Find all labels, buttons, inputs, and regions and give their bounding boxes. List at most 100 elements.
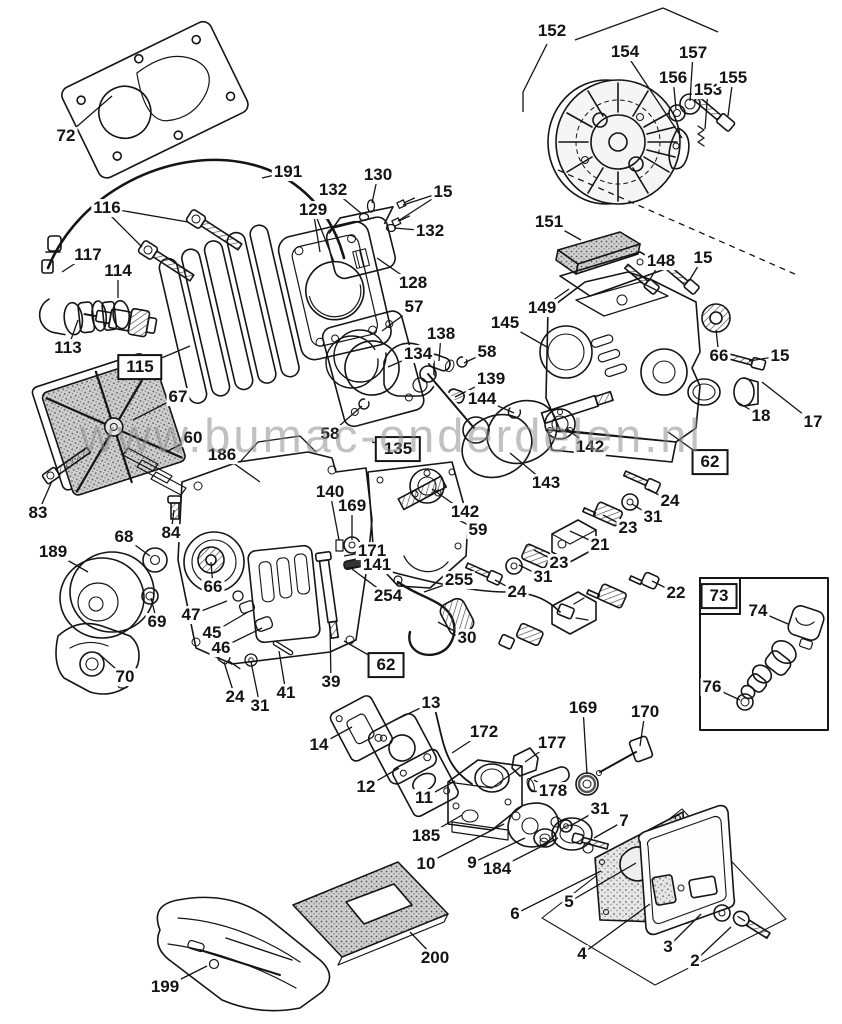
part-label-4: 4 <box>575 944 589 964</box>
spring-153 <box>697 125 705 147</box>
part-label-139: 139 <box>474 369 508 389</box>
leader-line <box>425 823 505 865</box>
part-label-135: 135 <box>374 436 422 462</box>
part-label-14: 14 <box>307 735 331 755</box>
part-label-177: 177 <box>535 733 569 753</box>
washer-cover-3 <box>713 904 731 922</box>
spacer-9 <box>533 828 557 848</box>
part-label-30: 30 <box>455 628 479 648</box>
starter-pawl-154 <box>668 127 690 170</box>
gasket-sheet-200 <box>292 861 449 966</box>
part-label-62: 62 <box>691 449 729 475</box>
louvers-60 <box>122 447 187 496</box>
part-label-62: 62 <box>367 652 405 678</box>
part-label-57: 57 <box>402 297 426 317</box>
bearing-142-left <box>409 468 445 504</box>
part-label-45: 45 <box>200 623 224 643</box>
tool-pouch-199 <box>156 896 331 1012</box>
part-label-73: 73 <box>700 583 738 609</box>
part-label-156: 156 <box>656 68 690 88</box>
leader-line <box>514 870 602 915</box>
leader-line <box>581 903 651 955</box>
part-label-31: 31 <box>248 696 272 716</box>
leader-line <box>624 51 683 139</box>
part-label-129: 129 <box>296 200 330 220</box>
part-label-155: 155 <box>716 68 750 88</box>
crankcase-left-186 <box>177 435 373 665</box>
filter-cover-3 <box>637 804 736 936</box>
part-label-5: 5 <box>562 892 576 912</box>
part-label-151: 151 <box>532 212 566 232</box>
part-label-199: 199 <box>148 977 182 997</box>
bolt-84 <box>167 495 182 520</box>
leader-line <box>568 862 637 903</box>
stud-45-46-47 <box>232 590 274 632</box>
part-label-143: 143 <box>529 473 563 493</box>
part-label-6: 6 <box>508 904 522 924</box>
part-label-9: 9 <box>465 853 479 873</box>
part-label-113: 113 <box>52 338 84 358</box>
part-label-172: 172 <box>467 722 501 742</box>
part-label-152: 152 <box>535 21 569 41</box>
part-label-184: 184 <box>480 859 514 879</box>
part-label-132: 132 <box>316 180 350 200</box>
part-label-132: 132 <box>413 221 447 241</box>
part-label-134: 134 <box>401 344 435 364</box>
part-label-67: 67 <box>166 387 190 407</box>
part-label-148: 148 <box>644 251 678 271</box>
bolt-83 <box>41 446 92 485</box>
oring-18 <box>687 378 721 406</box>
part-label-255: 255 <box>442 570 476 590</box>
wire-255 <box>369 565 589 621</box>
part-label-178: 178 <box>536 781 570 801</box>
part-label-144: 144 <box>465 389 499 409</box>
circlip-58-left <box>358 398 370 410</box>
cylinder-bolts-116 <box>137 209 243 282</box>
flywheel-154 <box>547 79 681 205</box>
part-label-189: 189 <box>36 542 70 562</box>
leader-line <box>315 215 335 263</box>
part-label-72: 72 <box>54 126 78 146</box>
lead-clamp-117 <box>45 235 62 253</box>
crankshaft-143 <box>397 365 614 511</box>
part-label-153: 153 <box>691 80 725 100</box>
washer-31-carb <box>559 819 573 833</box>
part-label-47: 47 <box>179 605 203 625</box>
choke-rod-172 <box>432 701 473 785</box>
part-label-24: 24 <box>658 491 682 511</box>
part-label-157: 157 <box>676 43 710 63</box>
spark-plug-114 <box>83 307 158 338</box>
part-label-149: 149 <box>525 298 559 318</box>
part-label-12: 12 <box>354 777 378 797</box>
part-label-140: 140 <box>313 482 347 502</box>
part-label-70: 70 <box>113 667 137 687</box>
funnel-177 <box>511 747 539 777</box>
part-label-59: 59 <box>466 520 490 540</box>
part-label-15: 15 <box>431 182 455 202</box>
gasket-10 <box>507 802 560 848</box>
choke-knob-rod-170 <box>596 735 654 776</box>
bearing-142-right <box>544 408 576 440</box>
part-label-169: 169 <box>566 698 600 718</box>
part-label-254: 254 <box>371 586 405 606</box>
part-label-84: 84 <box>159 523 183 543</box>
part-label-115: 115 <box>117 354 163 380</box>
part-label-141: 141 <box>360 555 394 575</box>
part-label-41: 41 <box>274 683 298 703</box>
part-label-17: 17 <box>801 412 825 432</box>
part-label-3: 3 <box>661 937 675 957</box>
washer-68 <box>142 547 168 573</box>
part-label-191: 191 <box>271 162 305 182</box>
part-label-114: 114 <box>102 261 134 281</box>
part-label-68: 68 <box>112 527 136 547</box>
part-label-22: 22 <box>664 583 688 603</box>
leader-line <box>522 43 548 93</box>
part-label-23: 23 <box>547 553 571 573</box>
part-label-18: 18 <box>749 406 773 426</box>
part-label-24: 24 <box>223 687 247 707</box>
fuel-hose-30 <box>393 575 475 657</box>
carburetor-185 <box>447 759 523 841</box>
part-label-117: 117 <box>72 245 104 265</box>
part-label-69: 69 <box>145 612 169 632</box>
